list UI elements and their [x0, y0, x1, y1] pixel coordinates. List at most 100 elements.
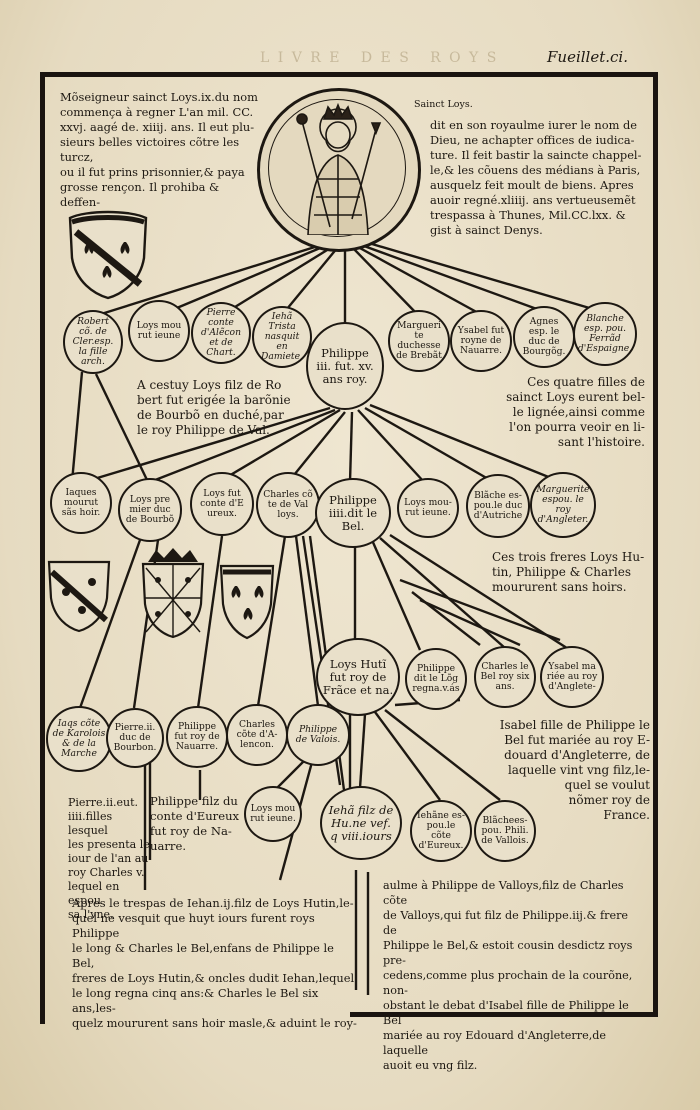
node-iehan-tristan: Iehã Trista nasquit en Damiete.: [252, 306, 312, 368]
text-line: ausquelz feit moult de biens. Apres: [430, 178, 634, 192]
frame-bottom-rule: [350, 1012, 658, 1017]
text-line: douard d'Angleterre, de: [504, 748, 650, 762]
node-robert: Robert cõ. de Cler.esp. la fille arch.: [63, 310, 123, 374]
text-line: trespassa à Thunes, Mil.CC.lxx. &: [430, 208, 626, 222]
text-line: le long regna cinq ans:& Charles le Bel …: [72, 986, 319, 1015]
note-quatre-filles: Ces quatre filles de sainct Loys eurent …: [505, 375, 645, 450]
node-loys-conte-evreux: Loys fut conte d'E ureux.: [190, 472, 254, 536]
text-line: de Valloys,qui fut filz de Philippe.iij.…: [383, 909, 629, 937]
text-line: iiii.filles lesquel: [68, 810, 113, 837]
navarre-evreux-shield-icon: [141, 548, 205, 639]
text-line: l'on pourra veoir en li-: [509, 420, 645, 434]
text-line: Philippe filz du: [150, 794, 238, 808]
node-ysabel-angleterre: Ysabel ma riée au roy d'Anglete-: [540, 646, 604, 708]
text-line: nõmer roy de: [568, 793, 650, 807]
bleed-through-header: L I V R E D E S R O Y S: [260, 50, 499, 66]
node-loys-mourut-ieune-2: Loys mou- rut ieune.: [397, 478, 459, 538]
node-blanche-autriche: Blãche es- pou.le duc d'Autriche: [466, 474, 530, 538]
text-line: lequel en espou: [68, 880, 120, 907]
intro-right-text: dit en son royaulme iurer le nom de Dieu…: [430, 118, 645, 238]
saint-louis-portrait-icon: [296, 102, 382, 235]
note-philippe-evreux: Philippe filz du conte d'Eureux fut roy …: [150, 794, 250, 854]
note-isabel: Isabel fille de Philippe le Bel fut mari…: [490, 718, 650, 823]
text-line: laquelle vint vng filz,le-: [507, 763, 650, 777]
valois-shield-icon: [219, 564, 275, 640]
node-pierre-alencon: Pierre conte d'Alẽcon et de Chart.: [191, 302, 251, 364]
medallion-caption: Sainct Loys.: [414, 99, 473, 110]
text-line: ou il fut prins prisonnier,& paya: [60, 165, 245, 179]
text-line: le lignée,ainsi comme: [512, 405, 645, 419]
node-marguerite-angleterre: Marguerite espou. le roy d'Angleter.: [530, 472, 596, 538]
node-philippe-navarre: Philippe fut roy de Nauarre.: [166, 706, 228, 768]
fleur-de-lis-shield-icon: [68, 210, 148, 300]
text-line: fut roy de Na-: [150, 824, 232, 838]
text-line: Apres le trespas de Iehan.ij.filz de Loy…: [72, 896, 354, 910]
node-iaqs-karolois: Iaqs cõte de Karolois & de la Marche: [46, 706, 112, 772]
text-line: gist à sainct Denys.: [430, 223, 543, 237]
text-line: Ces trois freres Loys Hu-: [492, 550, 645, 564]
text-line: roy Charles v.: [68, 866, 145, 879]
text-line: moururent sans hoirs.: [492, 580, 627, 594]
text-line: quel se voulut: [564, 778, 650, 792]
frame-top-rule: [40, 72, 658, 77]
text-line: France.: [603, 808, 650, 822]
text-line: ture. Il feit bastir la saincte chappel-: [430, 148, 642, 162]
bottom-left-paragraph: Apres le trespas de Iehan.ij.filz de Loy…: [72, 896, 358, 1031]
text-line: sieurs belles victoires cõtre les turcz,: [60, 135, 240, 164]
frame-left-rule: [40, 72, 45, 1024]
node-philippe-le-long: Philippe dit le Lõg regna.v.ás: [405, 648, 467, 710]
text-line: sant l'histoire.: [557, 435, 645, 449]
text-line: mariée au roy Edouard d'Angleterre,de la…: [383, 1029, 607, 1057]
text-line: Philippe le Bel,& estoit cousin desdictz…: [383, 939, 633, 967]
node-philippe-iii: Philippe iii. fut. xv. ans roy.: [306, 322, 384, 410]
node-pierre-ii-bourbon: Pierre.ii. duc de Bourbon.: [106, 708, 164, 768]
text-line: sa l'vne.: [68, 908, 114, 921]
text-line: uarre.: [150, 839, 187, 853]
intro-left-text: Mõseigneur sainct Loys.ix.du nom commenç…: [60, 90, 260, 210]
node-philippe-valois: Philippe de Valois.: [286, 704, 350, 766]
node-blanche-espaigne: Blanche esp. pou. Ferrãd d'Espaigne.: [573, 302, 637, 366]
node-iehan-filz-hutin: Iehã filz de Hu.ne vef. q viii.iours: [320, 786, 402, 860]
text-line: aulme à Philippe de Valloys,filz de Char…: [383, 879, 624, 907]
text-line: conte d'Eureux: [150, 809, 240, 823]
node-charles-le-bel: Charles le Bel roy six ans.: [474, 646, 536, 708]
text-line: de Bourbõ en duché,par: [137, 408, 284, 422]
note-trois-freres: Ces trois freres Loys Hu- tin, Philippe …: [492, 550, 652, 595]
text-line: bert fut erigée la barõnie: [137, 393, 291, 407]
node-loys-hutin: Loys Hutĩ fut roy de Frãce et na.: [316, 638, 400, 716]
node-blanche-vallois: Blãchees- pou. Phili. de Vallois.: [474, 800, 536, 862]
text-line: les presenta le: [68, 838, 150, 851]
node-ysabel-navarre: Ysabel fut royne de Nauarre.: [450, 310, 512, 372]
text-line: le,& les cõuens des médians à Paris,: [430, 163, 641, 177]
node-loys-duc-bourbon: Loys pre mier duc de Bourbõ: [118, 478, 182, 542]
note-pierre-ii: Pierre.ii.eut. iiii.filles lesquel les p…: [68, 796, 150, 922]
bottom-right-paragraph: aulme à Philippe de Valloys,filz de Char…: [383, 878, 645, 1073]
text-line: cedens,comme plus prochain de la courõne…: [383, 969, 633, 997]
text-line: Pierre.ii.eut.: [68, 796, 138, 809]
node-iaques: Iaques mourut sãs hoir.: [50, 472, 112, 534]
frame-right-rule: [653, 72, 658, 1017]
text-line: Dieu, ne achapter offices de iudica-: [430, 133, 635, 147]
text-line: quelz moururent sans hoir masle,& aduint…: [72, 1016, 357, 1030]
folio-header: Fueillet.ci.: [547, 48, 628, 66]
saint-louis-portrait-frame: [268, 99, 406, 237]
bourbon-shield-icon: [47, 560, 111, 633]
text-line: freres de Loys Hutin,& oncles dudit Ieha…: [72, 971, 355, 985]
text-line: le roy Philippe de Val.: [137, 423, 270, 437]
text-line: Isabel fille de Philippe le: [499, 718, 650, 732]
text-line: obstant le debat d'Isabel fille de Phili…: [383, 999, 629, 1027]
node-loys-mourut-ieune: Loys mou rut ieune: [128, 300, 190, 362]
node-loys-mourut-ieune-3: Loys mou rut ieune.: [244, 786, 302, 842]
text-line: iour de l'an au: [68, 852, 149, 865]
node-philippe-iv: Philippe iiii.dit le Bel.: [315, 478, 391, 548]
node-charles-alencon: Charles cõte d'A- lencon.: [226, 704, 288, 766]
text-line: sainct Loys eurent bel-: [506, 390, 645, 404]
node-iehanne-evreux: Iehãne es- pou.le cõte d'Eureux.: [410, 800, 472, 862]
text-line: grosse rençon. Il prohiba & deffen-: [60, 180, 220, 209]
text-line: tin, Philippe & Charles: [492, 565, 632, 579]
text-line: commença à regner L'an mil. CC.: [60, 105, 254, 119]
text-line: A cestuy Loys filz de Ro: [137, 378, 282, 392]
note-bourbon-duchy: A cestuy Loys filz de Ro bert fut erigée…: [137, 378, 312, 438]
node-charles-valois: Charles cõ te de Val loys.: [256, 472, 320, 538]
